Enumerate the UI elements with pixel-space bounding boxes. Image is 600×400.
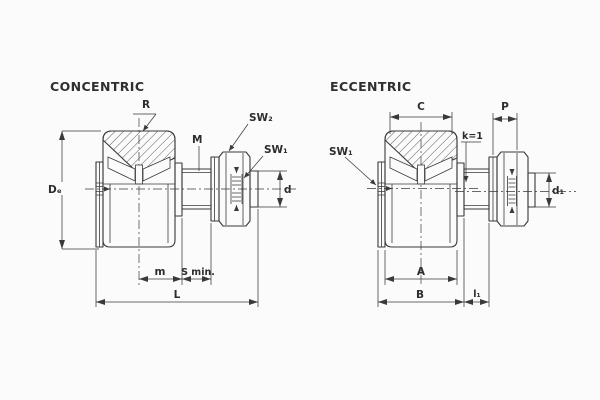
overall-width-extensions: [377, 218, 490, 307]
concentric-callouts: R M SW₂ SW₁: [133, 99, 288, 179]
hex-socket: [230, 167, 243, 211]
label-overall-width: B: [416, 289, 424, 301]
radius-leader: [142, 113, 157, 132]
stud-shoulder: [174, 162, 183, 217]
label-stud-diameter: d₁: [552, 185, 565, 197]
stud-end: [527, 172, 536, 208]
hex-socket: [507, 169, 517, 213]
roller-cage: [135, 164, 143, 185]
stud-bore-lines: [391, 184, 451, 243]
tapered-roller-right: [142, 156, 171, 182]
concentric-title: CONCENTRIC: [50, 79, 144, 94]
tapered-roller-left: [107, 156, 136, 182]
outer-diameter-label-bg: [47, 182, 65, 195]
label-eccentricity: k=1: [462, 131, 483, 142]
thread-lines: [182, 172, 211, 206]
label-collar-wrench: SW₁: [329, 146, 353, 158]
hex-nut-facet-lines: [503, 153, 518, 225]
eccentric-stud-assembly: [456, 151, 536, 227]
eccentric-roller-body: [377, 130, 458, 248]
stud-diameter-extensions: [535, 172, 556, 208]
stud-shoulder: [456, 162, 465, 217]
label-protrusion: P: [501, 101, 509, 113]
stud-end: [249, 170, 259, 208]
label-m: m: [155, 266, 166, 278]
label-outer-diameter: Dₑ: [48, 184, 62, 196]
hex-nut-facet-lines: [225, 153, 244, 225]
bottom-extensions: [181, 218, 212, 285]
label-end-wrench: SW₁: [264, 144, 288, 156]
hex-nut: [496, 151, 529, 227]
eccentric-callouts: SW₁ k=1: [329, 131, 483, 186]
label-crown-radius: R: [142, 99, 150, 111]
collar-wrench-leader: [344, 156, 377, 186]
concentric-view: CONCENTRIC: [47, 79, 296, 307]
roller-cage: [417, 164, 425, 185]
nut-wrench-leader: [228, 123, 249, 152]
label-nut-wrench: SW₂: [249, 112, 273, 124]
label-length: L: [174, 289, 181, 301]
eccentric-dimensions: C P d₁ A B l₁: [377, 101, 565, 307]
label-thread-length: l₁: [473, 289, 480, 300]
label-s-min: S min.: [181, 267, 215, 278]
outer-diameter-extensions: [62, 130, 101, 250]
eccentric-view: ECCENTRIC: [329, 79, 576, 307]
label-head-width: A: [417, 266, 426, 278]
stud-thread: [463, 168, 490, 210]
label-thread-size: M: [192, 134, 202, 146]
concentric-roller-body: [95, 130, 176, 248]
length-extensions: [95, 209, 259, 307]
label-ring-width: C: [417, 101, 425, 113]
collar-wrench-flats: [378, 182, 392, 196]
stud-bore-lines: [109, 184, 169, 243]
thread-lines: [464, 172, 489, 206]
concentric-stud-assembly: [174, 151, 259, 227]
label-stud-diameter: d: [284, 184, 292, 196]
grease-nipple: [96, 182, 110, 196]
tapered-roller-right: [424, 156, 453, 182]
tapered-roller-left: [389, 156, 418, 182]
end-wrench-leader: [243, 155, 264, 179]
eccentric-title: ECCENTRIC: [330, 79, 411, 94]
hex-nut: [218, 151, 251, 227]
concentric-dimensions: Dₑ d m S min. L: [47, 130, 292, 307]
